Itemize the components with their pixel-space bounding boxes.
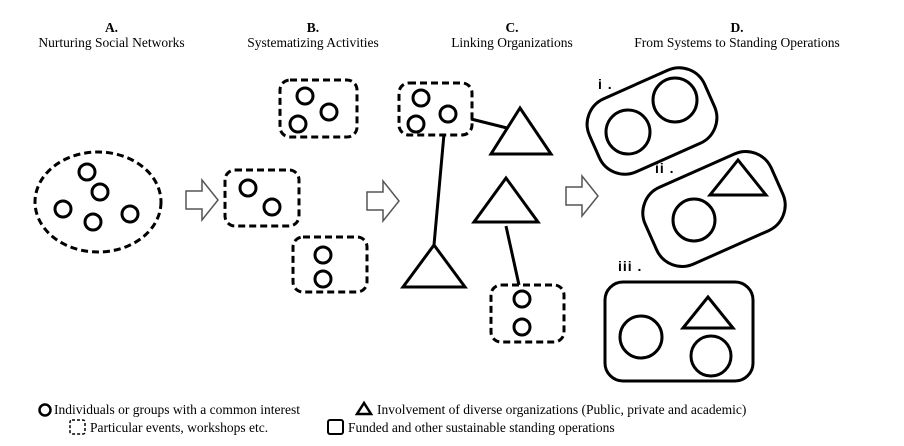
legend-circle-icon [38,403,52,417]
individual-circle [288,114,308,134]
legend-triangle-icon [354,400,374,416]
event-dashed-box [291,235,369,294]
organization-triangle [706,157,770,197]
stage-c-letter: C. [505,20,519,35]
event-dashed-box [397,81,474,137]
organization-triangle [471,175,541,224]
standing-operation-box [603,280,755,383]
stage-c-header: C. Linking Organizations [432,20,592,50]
stage-a-header: A. Nurturing Social Networks [24,20,199,50]
individual-circle [120,204,140,224]
event-dashed-box [489,283,566,344]
sub-label-i: i . [598,76,613,92]
organization-triangle [679,294,737,330]
individual-circle [53,199,73,219]
stage-c-title: Linking Organizations [451,35,573,50]
legend-circle-text: Individuals or groups with a common inte… [54,402,300,417]
arrow-right-icon [185,177,219,223]
individual-circle [313,245,333,265]
individual-circle [411,88,431,108]
stage-d-header: D. From Systems to Standing Operations [612,20,862,50]
individual-circle [438,104,458,124]
organization-triangle [400,242,468,289]
stage-d-title: From Systems to Standing Operations [634,35,840,50]
stage-a-title: Nurturing Social Networks [38,35,185,50]
stage-b-header: B. Systematizing Activities [228,20,398,50]
individual-circle [406,114,426,134]
individual-circle [512,289,532,309]
link-line [504,225,521,286]
organization-triangle [488,105,554,156]
individual-circle [83,212,103,232]
sub-label-ii: ii . [655,160,675,176]
individual-circle [238,178,258,198]
event-dashed-box [223,168,301,228]
event-dashed-box [278,78,359,139]
stage-b-title: Systematizing Activities [247,35,379,50]
legend-triangle-text: Involvement of diverse organizations (Pu… [377,402,747,417]
individual-circle [313,269,333,289]
individual-circle [77,162,97,182]
legend-dashed-square-text: Particular events, workshops etc. [90,420,269,435]
standing-operation-box [585,66,719,176]
individual-circle [319,102,339,122]
individual-circle [604,108,652,156]
stage-d-letter: D. [730,20,744,35]
individual-circle [262,197,282,217]
sub-label-iii: iii . [618,258,643,274]
individual-circle [671,197,717,243]
legend-solid-square-text: Funded and other sustainable standing op… [348,420,615,435]
arrow-right-icon [565,173,599,219]
individual-circle [295,86,315,106]
legend-solid-square-icon [327,419,344,435]
standing-operation-box [641,150,787,268]
individual-circle [90,182,110,202]
individual-circle [651,76,699,124]
individual-circle [689,334,733,378]
link-line [432,133,446,246]
legend-dashed-square-icon [69,419,86,435]
network-dashed-ellipse [33,150,163,254]
link-line [470,117,508,130]
arrow-right-icon [366,178,400,224]
stage-a-letter: A. [104,20,119,35]
individual-circle [512,317,532,337]
individual-circle [618,314,664,360]
stage-b-letter: B. [306,20,320,35]
